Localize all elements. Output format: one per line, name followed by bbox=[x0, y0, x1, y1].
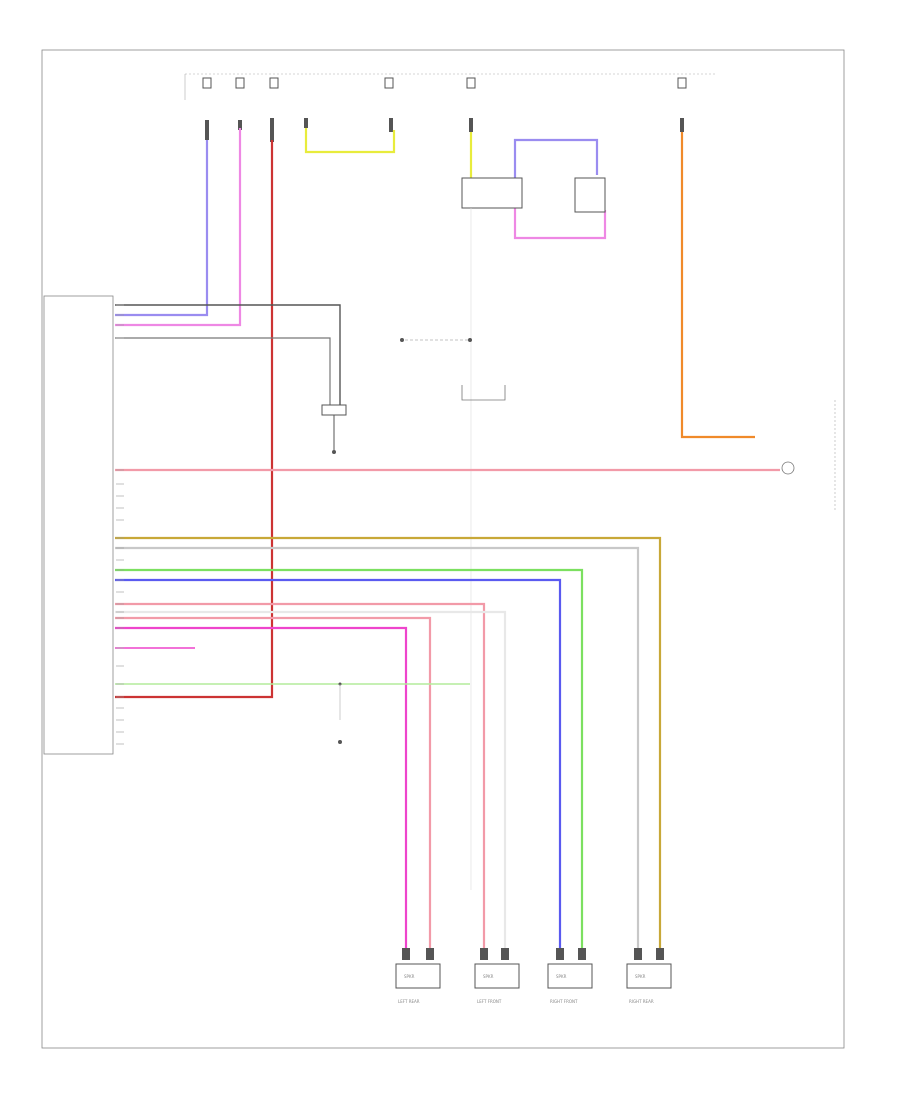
connector-stub bbox=[389, 118, 393, 132]
speaker-label: SPKR bbox=[404, 974, 415, 979]
connector-stub bbox=[205, 120, 209, 140]
fuse-1 bbox=[202, 77, 212, 89]
wire-black bbox=[115, 304, 341, 405]
speaker-right-rear: SPKR RIGHT REAR bbox=[626, 963, 672, 1004]
speaker-left-front: SPKR LEFT FRONT bbox=[474, 963, 520, 1004]
speaker-box bbox=[547, 963, 593, 989]
speaker-connectors bbox=[402, 948, 664, 960]
wire-pink bbox=[115, 128, 242, 327]
fuse-3 bbox=[269, 77, 279, 89]
fuse-connectors bbox=[205, 118, 684, 142]
fuse-6 bbox=[677, 77, 687, 89]
speaker-box bbox=[626, 963, 672, 989]
speaker-label: SPKR bbox=[483, 974, 494, 979]
connector-stub bbox=[480, 948, 488, 960]
connector-stub bbox=[270, 118, 274, 142]
wire-light-gray-2 bbox=[115, 610, 507, 950]
wire-green bbox=[115, 568, 584, 950]
wire-light-red-3 bbox=[115, 616, 432, 950]
speaker-label: SPKR bbox=[635, 974, 646, 979]
speaker-name-right-front: RIGHT FRONT bbox=[550, 999, 578, 1004]
speaker-label: SPKR bbox=[556, 974, 567, 979]
connector-stub bbox=[501, 948, 509, 960]
wire-violet bbox=[115, 140, 209, 317]
connector-stub bbox=[680, 118, 684, 132]
speaker-box bbox=[474, 963, 520, 989]
connector-stub bbox=[426, 948, 434, 960]
wire-magenta bbox=[115, 626, 408, 950]
relay-switch-box bbox=[574, 177, 606, 213]
wire-orange bbox=[680, 132, 755, 439]
fuse-5 bbox=[466, 77, 476, 89]
splice-dot bbox=[468, 338, 472, 342]
diagram-border bbox=[41, 49, 845, 1049]
connector-stub bbox=[469, 118, 473, 132]
switch-small bbox=[461, 385, 506, 401]
wire-violet-loop bbox=[513, 138, 599, 200]
wire-pink-loop bbox=[513, 200, 607, 240]
radio-pin-labels bbox=[116, 304, 124, 745]
wire-olive bbox=[115, 536, 662, 950]
radio-module-box bbox=[43, 295, 114, 755]
splice-dot bbox=[400, 338, 404, 342]
speaker-name-left-front: LEFT FRONT bbox=[477, 999, 502, 1004]
ground-point bbox=[332, 450, 336, 454]
speaker-right-front: SPKR RIGHT FRONT bbox=[547, 963, 593, 1004]
connector-stub bbox=[634, 948, 642, 960]
fuse-block-top bbox=[202, 77, 687, 89]
ground-point-2 bbox=[338, 740, 342, 744]
fuse-4 bbox=[384, 77, 394, 89]
connector-stub bbox=[304, 118, 308, 128]
speaker-name-right-rear: RIGHT REAR bbox=[629, 999, 654, 1004]
wire-gray bbox=[115, 337, 331, 405]
connector-stub bbox=[578, 948, 586, 960]
wire-blue bbox=[115, 578, 562, 950]
speaker-box bbox=[395, 963, 441, 989]
wire-yellow bbox=[304, 128, 396, 154]
connector-stub bbox=[556, 948, 564, 960]
connector-stub bbox=[402, 948, 410, 960]
cluster-lamp bbox=[781, 461, 795, 475]
speaker-left-rear: SPKR LEFT REAR bbox=[395, 963, 441, 1004]
dimmer-module-box bbox=[461, 177, 523, 209]
fuse-2 bbox=[235, 77, 245, 89]
speaker-name-left-rear: LEFT REAR bbox=[398, 999, 420, 1004]
connector-stub bbox=[656, 948, 664, 960]
ground-connector bbox=[321, 404, 347, 416]
connector-stub bbox=[238, 120, 242, 130]
wire-light-gray bbox=[115, 546, 640, 950]
wire-dark-red bbox=[115, 140, 274, 699]
wire-light-red-2 bbox=[115, 602, 486, 950]
